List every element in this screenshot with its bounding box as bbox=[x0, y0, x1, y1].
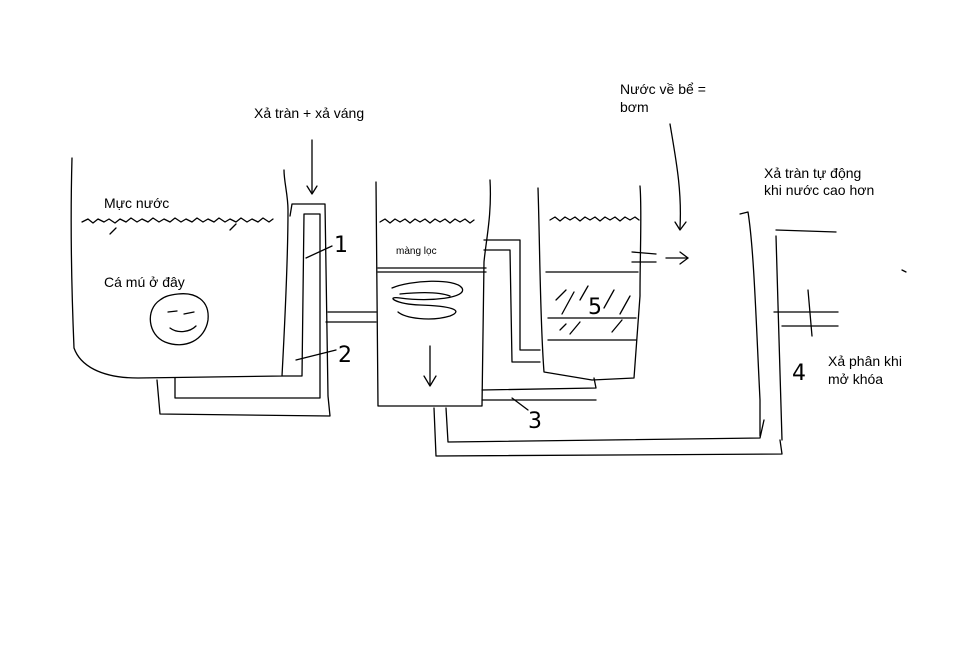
bio-media-icon bbox=[555, 285, 631, 335]
label-auto-overflow-line1: Xả tràn tự động bbox=[764, 165, 861, 181]
fish-tank: Mực nước Cá mú ở đây bbox=[70, 157, 289, 379]
overflow-pipe: 1 2 Xả tràn + xả váng bbox=[156, 105, 377, 417]
connector-pipe-3: 3 bbox=[481, 239, 597, 434]
label-auto-overflow-line2: khi nước cao hơn bbox=[764, 182, 874, 198]
bio-media-tank: 5 Nước về bể = bơm bbox=[537, 81, 706, 381]
label-water-level: Mực nước bbox=[104, 195, 169, 211]
label-waste-drain-line2: mở khóa bbox=[828, 371, 883, 387]
label-water-back-line1: Nước về bể = bbox=[620, 81, 706, 97]
label-overflow-skim: Xả tràn + xả váng bbox=[254, 105, 364, 121]
number-4: 4 bbox=[792, 361, 806, 386]
number-2: 2 bbox=[338, 343, 352, 368]
water-surface-1 bbox=[81, 217, 274, 224]
label-water-back-line2: bơm bbox=[620, 99, 649, 115]
filter-membrane-icon bbox=[391, 280, 464, 320]
fish-face-icon bbox=[149, 293, 209, 346]
number-5: 5 bbox=[588, 295, 602, 320]
filter-tank: màng lọc bbox=[375, 179, 783, 457]
auto-overflow: 4 Xả tràn tự động khi nước cao hơn Xả ph… bbox=[739, 165, 907, 441]
label-waste-drain-line1: Xả phân khi bbox=[828, 353, 902, 369]
water-surface-3 bbox=[549, 216, 640, 222]
number-3: 3 bbox=[528, 409, 542, 434]
label-fish-here: Cá mú ở đây bbox=[104, 274, 185, 290]
water-surface-2 bbox=[379, 218, 475, 224]
number-1: 1 bbox=[334, 233, 348, 258]
label-filter-membrane: màng lọc bbox=[396, 246, 437, 257]
